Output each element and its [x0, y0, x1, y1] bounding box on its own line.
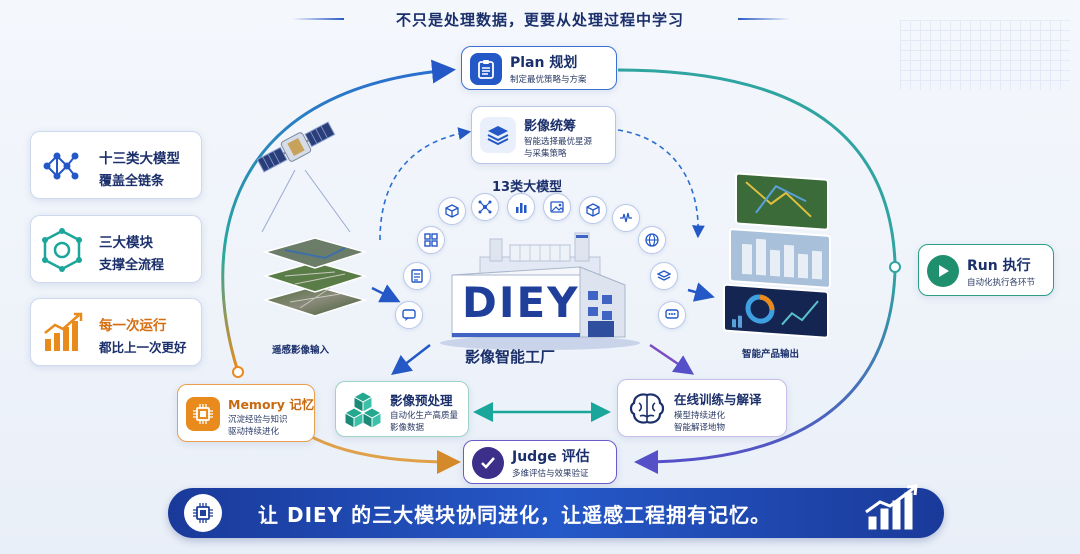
decor-grid: [900, 20, 1070, 90]
headline: 不只是处理数据，更要从处理过程中学习: [395, 11, 684, 29]
factory-training-arrow: [649, 343, 695, 375]
memory-card[interactable]: Memory 记忆 沉淀经验与知识 驱动持续进化: [177, 384, 315, 442]
output-products-stack: [716, 170, 836, 344]
feature-card-models[interactable]: 十三类大模型 覆盖全链条: [30, 131, 202, 199]
footer-growth-icon: [862, 484, 922, 538]
training-subtitle-2: 智能解译地物: [674, 423, 726, 433]
factory-preprocess-arrow: [391, 344, 431, 376]
feature-modules-title: 三大模块: [99, 235, 153, 251]
satellite-beam: [261, 169, 351, 233]
headline-decoration-right: [738, 18, 790, 20]
loop-right-bottom: [634, 271, 897, 474]
bubble-image-icon[interactable]: [543, 193, 571, 221]
loop-right-top: [617, 68, 897, 263]
plan-subtitle: 制定最优策略与方案: [510, 75, 587, 85]
cubes-icon: [343, 390, 383, 434]
bubble-bar-chart-icon[interactable]: [507, 193, 535, 221]
judge-title: Judge 评估: [512, 449, 590, 465]
factory-caption: 影像智能工厂: [465, 348, 556, 366]
plan-card[interactable]: Plan 规划 制定最优策略与方案: [461, 46, 617, 90]
play-icon: [927, 255, 959, 287]
footer-text: 让 DIEY 的三大模块协同进化，让遥感工程拥有记忆。: [258, 503, 772, 527]
footer-chip-icon: [184, 494, 222, 532]
judge-card[interactable]: Judge 评估 多维评估与效果验证: [463, 440, 617, 484]
hexagon-nodes-icon: [41, 228, 83, 276]
training-subtitle-1: 模型持续进化: [674, 411, 726, 421]
judge-subtitle: 多维评估与效果验证: [512, 469, 589, 479]
clipboard-icon: [470, 53, 502, 85]
preprocess-subtitle-1: 自动化生产高质量: [390, 411, 459, 421]
training-card[interactable]: 在线训练与解译 模型持续进化 智能解译地物: [617, 379, 787, 437]
input-label: 遥感影像输入: [272, 345, 330, 356]
chip-icon: [186, 397, 220, 431]
feature-models-title: 十三类大模型: [99, 151, 180, 167]
feature-modules-subtitle: 支撑全流程: [99, 258, 165, 273]
coordination-subtitle-1: 智能选择最优星源: [524, 137, 593, 147]
bubble-chat-icon[interactable]: [395, 301, 423, 329]
run-title: Run 执行: [967, 258, 1031, 274]
headline-decoration-left: [292, 18, 344, 20]
run-card[interactable]: Run 执行 自动化执行各环节: [918, 244, 1054, 296]
preprocess-card[interactable]: 影像预处理 自动化生产高质量 影像数据: [335, 381, 469, 437]
coordination-title: 影像统筹: [524, 119, 577, 134]
layers-icon: [480, 117, 516, 153]
feature-models-subtitle: 覆盖全链条: [99, 174, 165, 189]
plan-title: Plan 规划: [510, 55, 578, 71]
footer-banner: 让 DIEY 的三大模块协同进化，让遥感工程拥有记忆。: [168, 488, 944, 538]
remote-sensing-imagery-stack: [255, 228, 375, 342]
output-arrow: [687, 282, 715, 302]
models-label: 13类大模型: [492, 180, 563, 195]
output-label: 智能产品输出: [742, 349, 800, 360]
coordination-card[interactable]: 影像统筹 智能选择最优星源 与采集策略: [471, 106, 616, 164]
memory-subtitle-1: 沉淀经验与知识: [228, 415, 288, 425]
factory-building: [430, 225, 650, 354]
bubble-cube-icon[interactable]: [438, 197, 466, 225]
feature-card-modules[interactable]: 三大模块 支撑全流程: [30, 215, 202, 283]
feature-card-iteration[interactable]: 每一次运行 都比上一次更好: [30, 298, 202, 366]
factory-name: DIEY: [462, 278, 580, 327]
loop-left-arrow: [221, 59, 456, 373]
coordination-subtitle-2: 与采集策略: [524, 149, 567, 159]
network-icon: [41, 146, 81, 190]
bubble-globe-icon[interactable]: [638, 226, 666, 254]
bubble-grid-icon[interactable]: [417, 226, 445, 254]
bubble-message-icon[interactable]: [658, 301, 686, 329]
bubble-nodes-icon[interactable]: [471, 193, 499, 221]
bubble-layers-icon[interactable]: [650, 262, 678, 290]
training-title: 在线训练与解译: [674, 392, 762, 407]
growth-chart-icon: [41, 311, 85, 359]
run-subtitle: 自动化执行各环节: [967, 278, 1036, 288]
satellite-icon: [254, 118, 338, 180]
input-arrow: [371, 284, 401, 303]
feature-iteration-subtitle: 都比上一次更好: [99, 340, 187, 355]
bubble-box-icon[interactable]: [579, 196, 607, 224]
memory-title: Memory 记忆: [228, 397, 315, 412]
bubble-waveform-icon[interactable]: [612, 204, 640, 232]
dashed-arc-left: [379, 127, 472, 241]
preprocess-title: 影像预处理: [390, 393, 453, 408]
dashed-arc-right: [617, 129, 705, 239]
brain-icon: [628, 390, 666, 432]
bubble-document-icon[interactable]: [403, 262, 431, 290]
check-circle-icon: [472, 447, 504, 479]
preprocess-subtitle-2: 影像数据: [390, 423, 425, 433]
feature-iteration-title: 每一次运行: [99, 318, 167, 334]
memory-subtitle-2: 驱动持续进化: [228, 427, 280, 437]
